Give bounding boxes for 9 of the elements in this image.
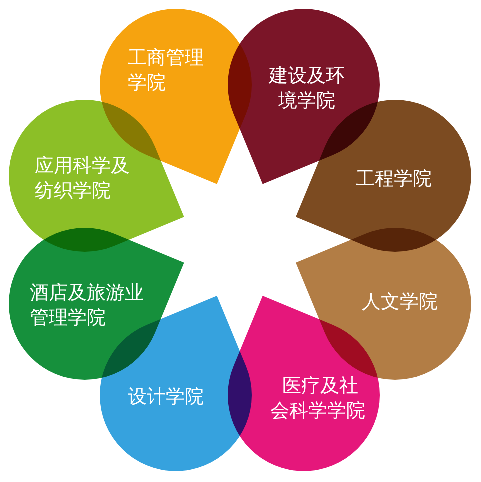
petal-label: 设计学院	[128, 385, 204, 410]
petal-label: 建设及环境学院	[268, 64, 346, 114]
petal-label: 工商管理学院	[128, 46, 205, 96]
petal-label: 酒店及旅游业管理学院	[30, 281, 145, 332]
petal-label: 应用科学及纺织学院	[34, 154, 131, 204]
petal-label: 工程学院	[356, 167, 432, 192]
petal-label: 人文学院	[362, 290, 438, 316]
petal-label: 医疗及社会科学学院	[269, 374, 366, 424]
petal	[8, 100, 184, 252]
